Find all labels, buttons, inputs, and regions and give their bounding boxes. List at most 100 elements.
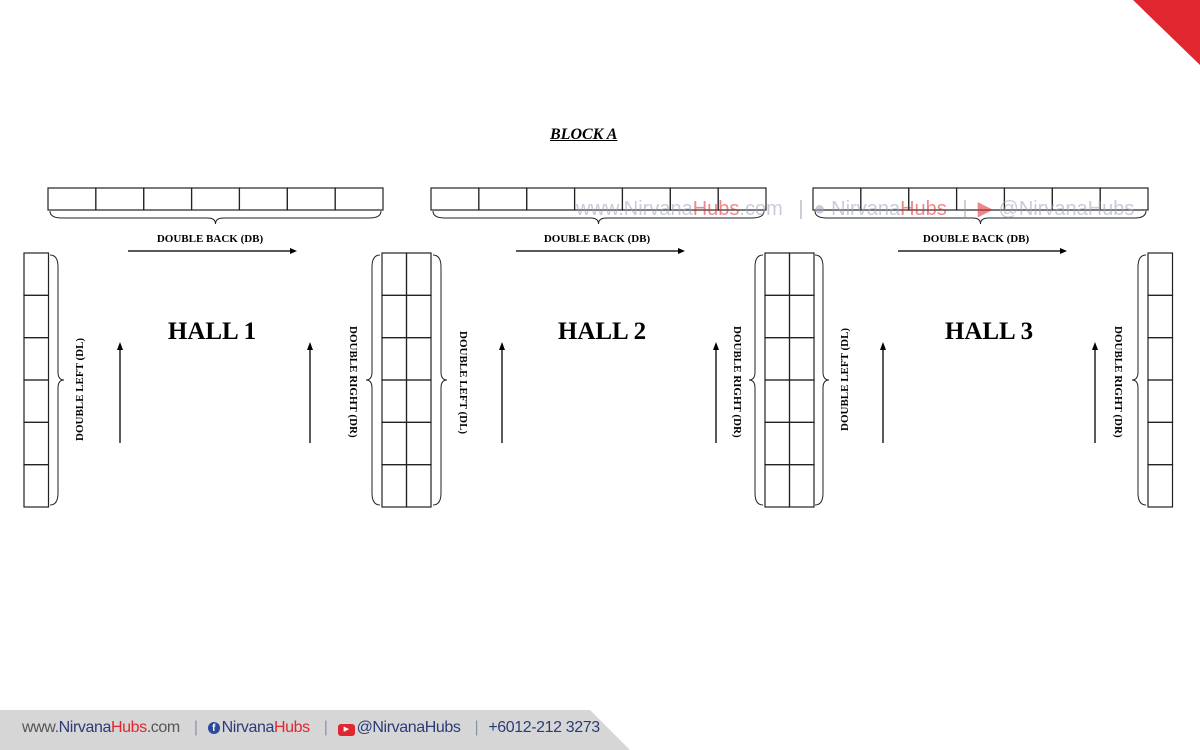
- hall2-title: HALL 2: [557, 318, 647, 345]
- side-seat-cell: [1147, 464, 1174, 508]
- hall2-right-label: DOUBLE RIGHT (DR): [731, 326, 743, 438]
- watermark-fb: Nirvana: [831, 198, 901, 220]
- footer-fb-name[interactable]: Nirvana: [221, 719, 275, 736]
- back-seat-cell: [717, 187, 767, 211]
- footer-phone[interactable]: +6012-212 3273: [488, 719, 600, 736]
- side-seat-cell: [405, 337, 432, 381]
- side-brace: [365, 254, 381, 506]
- back-seat-cell: [1099, 187, 1149, 211]
- up-arrow-head: [307, 342, 313, 350]
- side-seat-cell: [405, 421, 432, 466]
- back-seat-cell: [238, 187, 288, 211]
- hall1-right-label: DOUBLE RIGHT (DR): [347, 326, 359, 438]
- watermark: www.NirvanaHubs.com |● NirvanaHubs |▶ @N…: [576, 198, 1135, 220]
- watermark-site-hubs: Hubs: [692, 198, 740, 220]
- back-brace: [49, 210, 382, 225]
- side-seat-cell: [405, 252, 432, 296]
- side-seat-cell: [381, 294, 408, 339]
- up-arrow-head: [713, 342, 719, 350]
- footer-site-com[interactable]: .com: [146, 719, 180, 736]
- side-seat-cell: [405, 294, 432, 339]
- footer-band: [0, 710, 630, 750]
- facebook-icon: ●: [813, 198, 826, 220]
- back-brace: [814, 210, 1147, 225]
- side-seat-cell: [764, 252, 791, 296]
- back-seat-cell: [334, 187, 384, 211]
- up-arrow-head: [499, 342, 505, 350]
- side-seat-cell: [381, 421, 408, 466]
- back-seat-cell: [47, 187, 97, 211]
- back-seat-cell: [143, 187, 193, 211]
- side-seat-cell: [764, 421, 791, 466]
- right-arrow-head: [1060, 248, 1067, 254]
- back-seat-cell: [430, 187, 480, 211]
- youtube-icon: ▶: [977, 198, 993, 220]
- side-seat-cell: [788, 464, 815, 508]
- back-seat-cell: [286, 187, 336, 211]
- side-seat-cell: [23, 252, 50, 296]
- side-seat-cell: [788, 337, 815, 381]
- side-seat-cell: [405, 464, 432, 508]
- side-seat-cell: [381, 379, 408, 423]
- watermark-site-com: .com: [739, 198, 783, 220]
- watermark-yt: @NirvanaHubs: [998, 198, 1135, 220]
- side-seat-cell: [23, 294, 50, 339]
- side-seat-cell: [764, 337, 791, 381]
- side-seat-cell: [1147, 337, 1174, 381]
- side-seat-cell: [764, 379, 791, 423]
- youtube-icon: ▶: [337, 724, 355, 736]
- side-seat-cell: [788, 421, 815, 466]
- footer-site-hubs[interactable]: Hubs: [110, 719, 147, 736]
- side-brace: [432, 254, 448, 506]
- side-seat-cell: [1147, 294, 1174, 339]
- side-seat-cell: [788, 252, 815, 296]
- hall1-back-label: DOUBLE BACK (DB): [156, 233, 264, 245]
- side-seat-cell: [405, 379, 432, 423]
- block-title: BLOCK A: [550, 126, 618, 143]
- side-brace: [49, 254, 65, 506]
- side-brace: [1131, 254, 1147, 506]
- side-brace: [748, 254, 764, 506]
- side-seat-cell: [381, 252, 408, 296]
- hall1-title: HALL 1: [167, 318, 257, 345]
- hall1-left-label: DOUBLE LEFT (DL): [74, 337, 86, 441]
- back-brace: [432, 210, 765, 225]
- side-seat-cell: [764, 464, 791, 508]
- side-seat-cell: [788, 379, 815, 423]
- facebook-icon: f: [207, 722, 220, 734]
- side-brace: [814, 254, 830, 506]
- side-seat-cell: [23, 421, 50, 466]
- side-seat-cell: [1147, 252, 1174, 296]
- hall3-back-label: DOUBLE BACK (DB): [922, 233, 1030, 245]
- side-seat-cell: [23, 337, 50, 381]
- footer-fb-hubs[interactable]: Hubs: [273, 719, 310, 736]
- corner-accent: [1133, 0, 1200, 65]
- up-arrow-head: [117, 342, 123, 350]
- footer-youtube[interactable]: @NirvanaHubs: [356, 719, 461, 736]
- hall3-title: HALL 3: [944, 318, 1034, 345]
- watermark-fb-hubs: Hubs: [900, 198, 947, 220]
- side-seat-cell: [381, 464, 408, 508]
- right-arrow-head: [678, 248, 685, 254]
- hall3-right-label: DOUBLE RIGHT (DR): [1112, 326, 1124, 438]
- right-arrow-head: [290, 248, 297, 254]
- watermark-site: www.Nirvana: [576, 198, 693, 220]
- hall2-back-label: DOUBLE BACK (DB): [543, 233, 651, 245]
- footer-site-prefix[interactable]: www.: [22, 719, 59, 736]
- footer-site-name[interactable]: Nirvana: [58, 719, 112, 736]
- up-arrow-head: [880, 342, 886, 350]
- back-seat-cell: [526, 187, 576, 211]
- back-seat-cell: [95, 187, 145, 211]
- side-seat-cell: [23, 464, 50, 508]
- side-seat-cell: [1147, 421, 1174, 466]
- up-arrow-head: [1092, 342, 1098, 350]
- side-seat-cell: [788, 294, 815, 339]
- side-seat-cell: [764, 294, 791, 339]
- side-seat-cell: [1147, 379, 1174, 423]
- back-seat-cell: [190, 187, 241, 211]
- back-seat-cell: [478, 187, 528, 211]
- side-seat-cell: [23, 379, 50, 423]
- hall2-left-label: DOUBLE LEFT (DL): [457, 331, 469, 435]
